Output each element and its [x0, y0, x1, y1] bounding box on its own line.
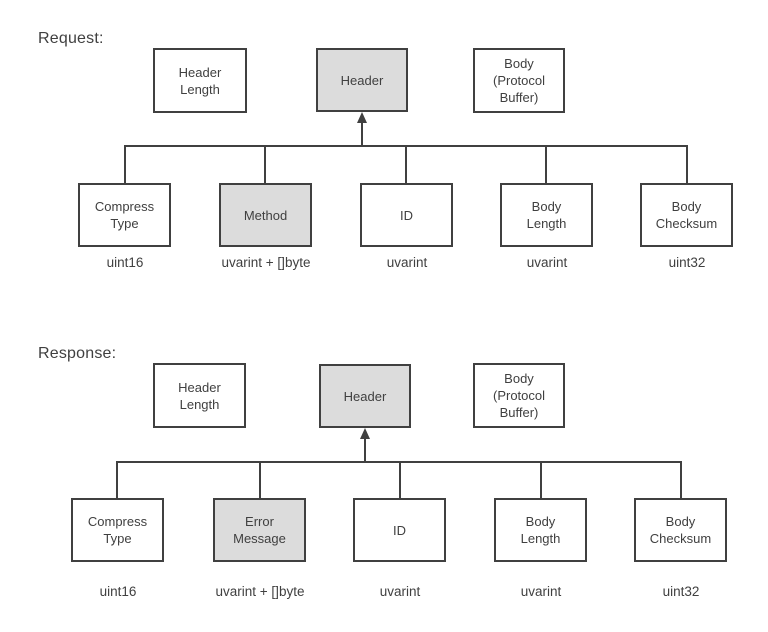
request-field-id-box: ID — [360, 183, 453, 247]
response-tree-drop-3 — [399, 463, 401, 498]
request-body-box: Body (Protocol Buffer) — [473, 48, 565, 113]
response-type-body-length: uvarint — [520, 584, 562, 599]
response-field-error-message-box: Error Message — [213, 498, 306, 562]
response-type-compress-type: uint16 — [99, 584, 137, 599]
request-arrow-line — [361, 121, 363, 146]
request-type-compress-type: uint16 — [106, 255, 144, 270]
request-field-method-box: Method — [219, 183, 312, 247]
request-field-body-length-box: Body Length — [500, 183, 593, 247]
response-field-body-checksum-box: Body Checksum — [634, 498, 727, 562]
response-arrow-up-icon — [360, 428, 370, 439]
response-type-body-checksum: uint32 — [662, 584, 700, 599]
request-tree-hline — [124, 145, 688, 147]
response-tree-drop-2 — [259, 463, 261, 498]
request-header-length-box: Header Length — [153, 48, 247, 113]
response-field-compress-type-box: Compress Type — [71, 498, 164, 562]
request-tree-drop-4 — [545, 147, 547, 183]
request-tree-drop-1 — [124, 147, 126, 183]
request-field-compress-type-box: Compress Type — [78, 183, 171, 247]
response-arrow-line — [364, 437, 366, 462]
request-arrow-up-icon — [357, 112, 367, 123]
response-field-id-box: ID — [353, 498, 446, 562]
response-type-id: uvarint — [379, 584, 421, 599]
request-header-box: Header — [316, 48, 408, 112]
response-section-title: Response: — [38, 345, 117, 362]
response-field-body-length-box: Body Length — [494, 498, 587, 562]
request-tree-drop-2 — [264, 147, 266, 183]
response-tree-drop-5 — [680, 463, 682, 498]
request-section-title: Request: — [38, 30, 104, 47]
response-type-error-message: uvarint + []byte — [215, 584, 305, 599]
response-header-length-box: Header Length — [153, 363, 246, 428]
request-field-body-checksum-box: Body Checksum — [640, 183, 733, 247]
response-header-box: Header — [319, 364, 411, 428]
response-tree-hline — [116, 461, 682, 463]
response-tree-drop-4 — [540, 463, 542, 498]
request-tree-drop-3 — [405, 147, 407, 183]
request-tree-drop-5 — [686, 147, 688, 183]
request-type-body-checksum: uint32 — [668, 255, 706, 270]
request-type-id: uvarint — [386, 255, 428, 270]
response-body-box: Body (Protocol Buffer) — [473, 363, 565, 428]
response-tree-drop-1 — [116, 463, 118, 498]
request-type-method: uvarint + []byte — [221, 255, 311, 270]
request-type-body-length: uvarint — [526, 255, 568, 270]
